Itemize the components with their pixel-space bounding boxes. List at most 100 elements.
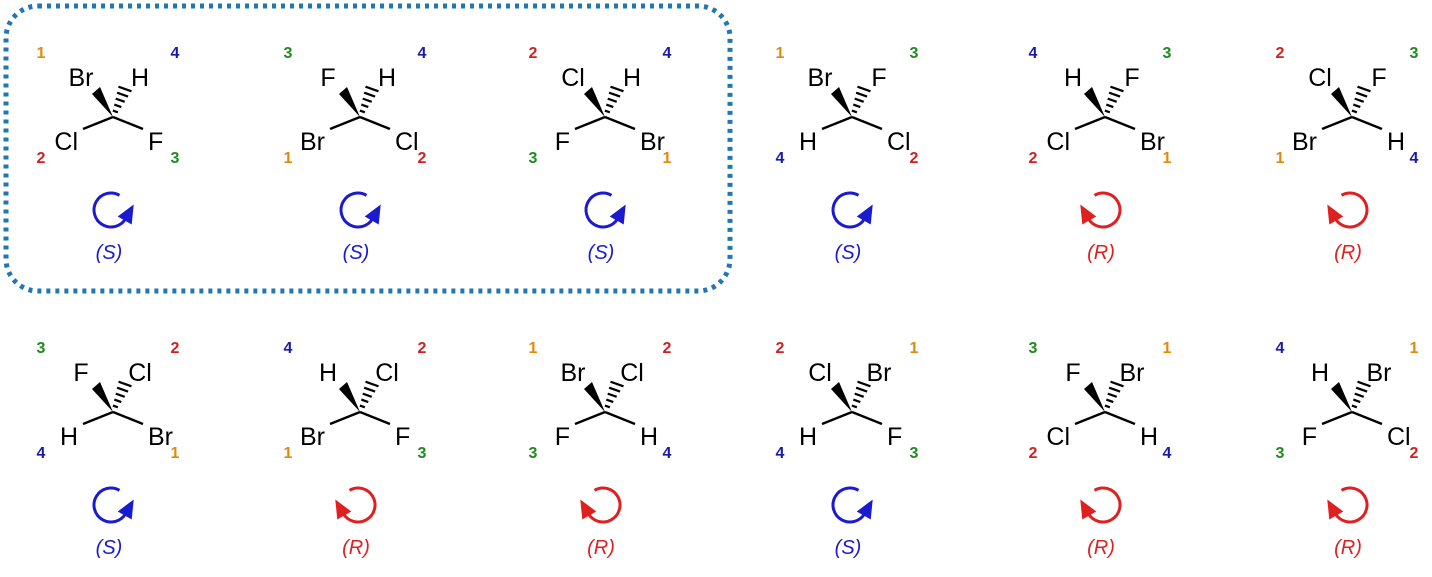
priority-number: 1 <box>910 340 919 357</box>
priority-number: 4 <box>37 445 46 462</box>
atom-label: F <box>73 359 88 387</box>
priority-number: 4 <box>776 150 785 167</box>
priority-number: 3 <box>1163 45 1172 62</box>
arrowhead-icon <box>335 499 352 520</box>
atom-label: F <box>555 423 570 451</box>
priority-number: 3 <box>171 150 180 167</box>
hash-bond-segment <box>112 109 119 114</box>
atom-label: Cl <box>620 359 644 387</box>
hash-bond-segment <box>118 85 132 93</box>
hash-bond-segment <box>607 392 618 398</box>
configuration-label: (S) <box>835 242 862 264</box>
hash-bond-segment <box>854 392 865 398</box>
configuration-label: (S) <box>343 242 370 264</box>
wedge-bond <box>584 87 605 117</box>
hash-bond-segment <box>362 392 373 398</box>
atom-label: H <box>131 64 149 92</box>
bond-right <box>1351 115 1383 131</box>
atom-label: Br <box>867 359 892 387</box>
bond-left <box>82 115 114 131</box>
arrowhead-icon <box>117 499 134 520</box>
atom-label: Br <box>1292 128 1317 156</box>
priority-number: 3 <box>1276 445 1285 462</box>
atom-label: H <box>799 128 817 156</box>
atom-label: Br <box>1120 359 1145 387</box>
atom-label: Cl <box>395 128 419 156</box>
priority-number: 1 <box>1163 340 1172 357</box>
configuration-label: (R) <box>1087 537 1115 559</box>
molecule-grid: Br1H4Cl2F3(S)F3H4Br1Cl2(S)Cl2H4F3Br1(S)B… <box>37 45 1419 559</box>
highlight-box <box>3 3 733 294</box>
atom-label: Cl <box>1046 128 1070 156</box>
priority-number: 2 <box>171 340 180 357</box>
hash-bond-segment <box>116 386 129 393</box>
priority-number: 4 <box>663 45 672 62</box>
bond-left <box>1321 410 1353 426</box>
configuration-label: (S) <box>588 242 615 264</box>
arrowhead-icon <box>609 204 626 225</box>
priority-number: 4 <box>284 340 293 357</box>
hash-bond-segment <box>1110 85 1124 93</box>
hash-bond-segment <box>1351 109 1358 114</box>
atom-label: Cl <box>887 128 911 156</box>
wedge-bond <box>339 382 360 412</box>
hash-bond-segment <box>605 103 614 109</box>
atom-label: F <box>395 423 410 451</box>
arrowhead-icon <box>1080 499 1097 520</box>
atom-label: H <box>1140 423 1158 451</box>
priority-number: 1 <box>1163 150 1172 167</box>
atom-label: F <box>1302 423 1317 451</box>
hash-bond-segment <box>360 398 369 404</box>
hash-bond-segment <box>1354 392 1365 398</box>
hash-bond-segment <box>1107 97 1118 103</box>
clockwise-arrow-icon <box>586 486 622 524</box>
wedge-bond <box>831 382 852 412</box>
priority-number: 2 <box>418 340 427 357</box>
configuration-label: (R) <box>1087 242 1115 264</box>
priority-number: 2 <box>1029 445 1038 462</box>
hash-bond-segment <box>1352 103 1361 109</box>
atom-label: F <box>1065 359 1080 387</box>
atom-label: Br <box>69 64 94 92</box>
atom-label: Cl <box>1046 423 1070 451</box>
arrowhead-icon <box>117 204 134 225</box>
counterclockwise-arrow-icon <box>831 486 867 524</box>
counterclockwise-arrow-icon <box>584 191 620 229</box>
hash-bond-segment <box>359 109 366 114</box>
hash-bond-segment <box>116 91 129 98</box>
wedge-bond <box>1084 382 1105 412</box>
arrowhead-icon <box>1327 499 1344 520</box>
bond-left <box>1321 115 1353 131</box>
atom-label: Cl <box>375 359 399 387</box>
priority-number: 1 <box>37 45 46 62</box>
hash-bond-segment <box>1105 103 1114 109</box>
atom-label: Cl <box>808 359 832 387</box>
priority-number: 2 <box>663 340 672 357</box>
bond-right <box>1351 410 1383 426</box>
arrowhead-icon <box>364 204 381 225</box>
hash-bond-segment <box>1355 386 1368 393</box>
hash-bond-segment <box>1355 91 1368 98</box>
hash-bond-segment <box>610 380 624 388</box>
hash-bond-segment <box>851 109 858 114</box>
hash-bond-segment <box>1352 398 1361 404</box>
priority-number: 3 <box>37 340 46 357</box>
wedge-bond <box>92 87 113 117</box>
hash-bond-segment <box>1104 109 1111 114</box>
hash-bond-segment <box>360 103 369 109</box>
bond-right <box>851 410 883 426</box>
priority-number: 2 <box>418 150 427 167</box>
configuration-label: (R) <box>342 537 370 559</box>
priority-number: 3 <box>910 445 919 462</box>
wedge-bond <box>339 87 360 117</box>
arrowhead-icon <box>1080 204 1097 225</box>
bond-left <box>1074 115 1106 131</box>
hash-bond-segment <box>365 380 379 388</box>
arrowhead-icon <box>1327 204 1344 225</box>
atom-label: Br <box>300 423 325 451</box>
